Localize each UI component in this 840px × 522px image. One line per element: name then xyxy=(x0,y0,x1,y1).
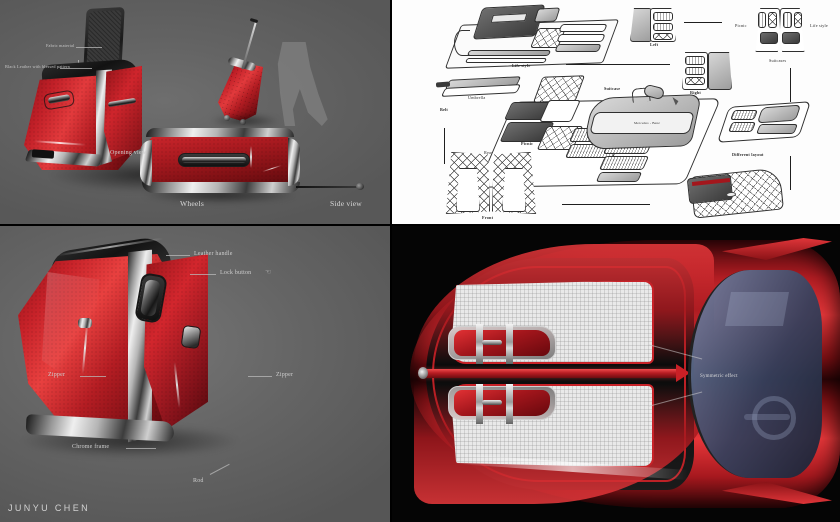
leader-zipper-left xyxy=(80,376,106,377)
label-opening-view: Opening view xyxy=(110,150,147,156)
rule-right-lower xyxy=(790,156,791,190)
label-brand-mark: Mercedes - Benz xyxy=(634,121,660,125)
panel-render-top: Fabric material Black Leather with bless… xyxy=(0,0,390,224)
rule-right-upper xyxy=(790,68,791,102)
label-front: Front xyxy=(482,215,494,220)
label-life-style: Life style xyxy=(512,63,531,68)
designer-signature: JUNYU CHEN xyxy=(8,503,91,513)
lock-button[interactable] xyxy=(180,324,202,350)
leader-rod xyxy=(209,463,230,475)
leather-handle-topview xyxy=(182,157,246,163)
leader-zipper-right xyxy=(248,376,272,377)
label-fabric-material: Fabric material xyxy=(46,43,75,48)
panel-sketch: Life style Umbrella Belt Picnic xyxy=(392,0,840,224)
label-side-view: Side view xyxy=(330,199,362,208)
hand-press-icon: ☜ xyxy=(265,268,272,276)
label-suitcase: Suitcase xyxy=(604,86,621,91)
case-side-pocket xyxy=(104,64,142,160)
label-zipper-right: Zipper xyxy=(276,372,294,378)
label-suitcases: Suitcases xyxy=(769,58,787,63)
leader-black-leather xyxy=(60,68,92,69)
rule-belt xyxy=(444,128,445,164)
label-rear: Rear xyxy=(484,150,493,155)
label-rod: Rod xyxy=(193,478,204,484)
label-left: Left xyxy=(650,42,659,47)
leader-chrome-frame xyxy=(126,448,156,449)
label-lock-button: Lock button xyxy=(220,270,252,276)
cockpit-glass xyxy=(688,270,822,478)
label-black-leather: Black Leather with blessed pattern xyxy=(5,64,70,69)
leader-leather-handle xyxy=(166,255,190,256)
rule-center xyxy=(566,64,670,65)
label-right: Right xyxy=(690,90,702,95)
label-picnic-2: Picnic xyxy=(735,23,747,28)
leader-lock-button xyxy=(190,274,216,275)
label-picnic: Picnic xyxy=(521,141,534,146)
center-spine xyxy=(420,369,682,378)
label-zipper-left: Zipper xyxy=(48,372,66,378)
leader-fabric-material xyxy=(76,47,102,48)
label-belt: Belt xyxy=(440,107,449,112)
panel-render-bottom: Leather handle Lock button ☜ Zipper Zipp… xyxy=(0,226,390,522)
label-different-layout: Different layout xyxy=(732,152,764,157)
rule-bottom-center xyxy=(562,204,650,205)
label-leather-handle: Leather handle xyxy=(194,251,233,257)
label-symmetric-effect: Symmetric effect xyxy=(700,374,738,379)
label-umbrella: Umbrella xyxy=(468,95,486,100)
label-wheels: Wheels xyxy=(180,199,204,208)
rule-top-middle xyxy=(684,22,722,23)
label-life-style-2: Life style xyxy=(810,23,828,28)
label-chrome-frame: Chrome frame xyxy=(72,444,110,450)
panel-car: Symmetric effect xyxy=(392,226,840,522)
